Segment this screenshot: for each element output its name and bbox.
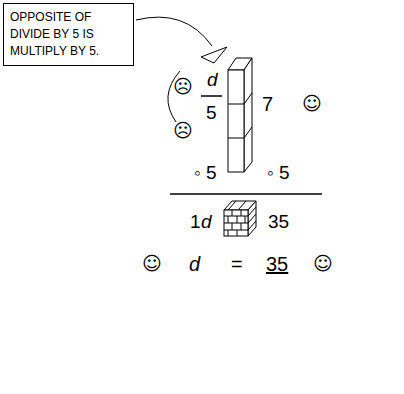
operation: ◦ 5 xyxy=(194,162,217,184)
equation-line xyxy=(170,193,322,195)
arrow-head xyxy=(201,47,227,63)
callout-text: OPPOSITE OF DIVIDE BY 5 IS MULTIPLY BY 5… xyxy=(10,9,127,60)
sad-face: ☹ xyxy=(173,76,193,98)
variable: d xyxy=(201,211,212,233)
answer: 35 xyxy=(266,253,288,276)
right-side: 7 xyxy=(262,93,273,116)
equals-sign: = xyxy=(231,253,243,276)
happy-face: ☺ xyxy=(302,93,322,115)
brick-wall xyxy=(228,58,252,172)
fallen-wall xyxy=(224,201,256,236)
happy-face: ☺ xyxy=(142,253,162,275)
coefficient: 1 xyxy=(190,211,201,233)
numerator: d xyxy=(207,69,218,91)
callout-arrow xyxy=(136,17,212,46)
sad-face: ☹ xyxy=(173,120,193,142)
happy-face: ☺ xyxy=(313,253,333,275)
product: 35 xyxy=(268,211,289,233)
callout-box: OPPOSITE OF DIVIDE BY 5 IS MULTIPLY BY 5… xyxy=(3,3,134,66)
denominator: 5 xyxy=(206,102,217,124)
variable: d xyxy=(189,253,200,276)
fraction-bar xyxy=(201,95,222,97)
operation: ◦ 5 xyxy=(267,162,290,184)
